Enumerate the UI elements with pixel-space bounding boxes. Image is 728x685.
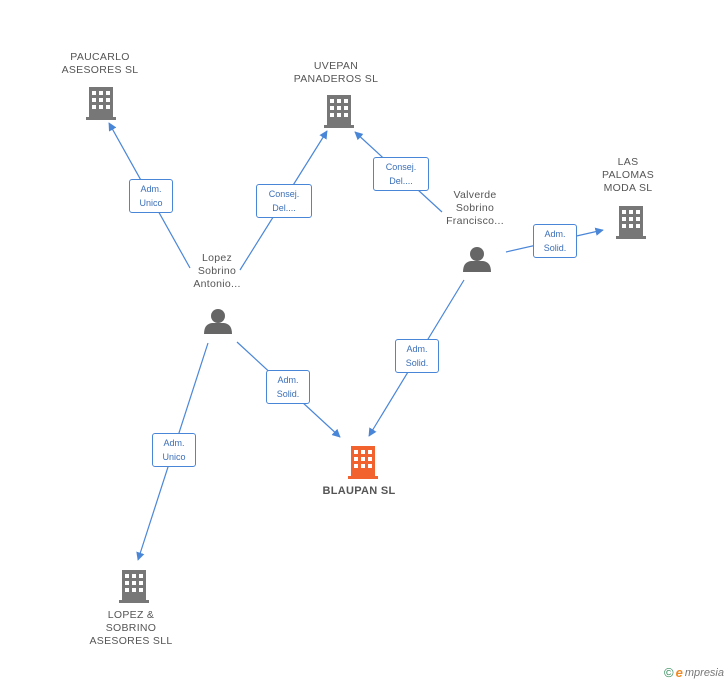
node-label-las-palomas[interactable]: LAS PALOMAS MODA SL	[601, 156, 655, 194]
node-label-valverde-person[interactable]: Valverde Sobrino Francisco...	[446, 189, 504, 227]
building-icon[interactable]	[324, 95, 354, 128]
relation-label-valverde-uvepan[interactable]: Consej. Del....	[373, 157, 429, 191]
person-icon[interactable]	[463, 247, 491, 272]
relation-label-valverde-blaupan[interactable]: Adm. Solid.	[395, 339, 439, 373]
node-label-paucarlo[interactable]: PAUCARLO ASESORES SL	[61, 51, 139, 76]
building-icon[interactable]	[348, 446, 378, 479]
person-icon[interactable]	[204, 309, 232, 334]
relation-label-lopez-lopez-sobrino[interactable]: Adm. Unico	[152, 433, 196, 467]
relation-label-valverde-las-palomas[interactable]: Adm. Solid.	[533, 224, 577, 258]
node-label-blaupan[interactable]: BLAUPAN SL	[322, 485, 396, 497]
node-label-lopez-person[interactable]: Lopez Sobrino Antonio...	[193, 252, 241, 290]
relation-label-lopez-uvepan[interactable]: Consej. Del....	[256, 184, 312, 218]
copyright-icon: ©	[664, 665, 674, 680]
brand-logo-text: mpresia	[684, 666, 724, 679]
building-icon[interactable]	[616, 206, 646, 239]
relation-label-lopez-blaupan[interactable]: Adm. Solid.	[266, 370, 310, 404]
node-label-lopez-sobrino-asesores[interactable]: LOPEZ & SOBRINO ASESORES SLL	[89, 609, 173, 647]
relation-label-lopez-paucarlo[interactable]: Adm. Unico	[129, 179, 173, 213]
building-icon[interactable]	[86, 87, 116, 120]
node-label-uvepan[interactable]: UVEPAN PANADEROS SL	[293, 60, 379, 85]
building-icon[interactable]	[119, 570, 149, 603]
brand-logo-initial: e	[675, 665, 683, 680]
